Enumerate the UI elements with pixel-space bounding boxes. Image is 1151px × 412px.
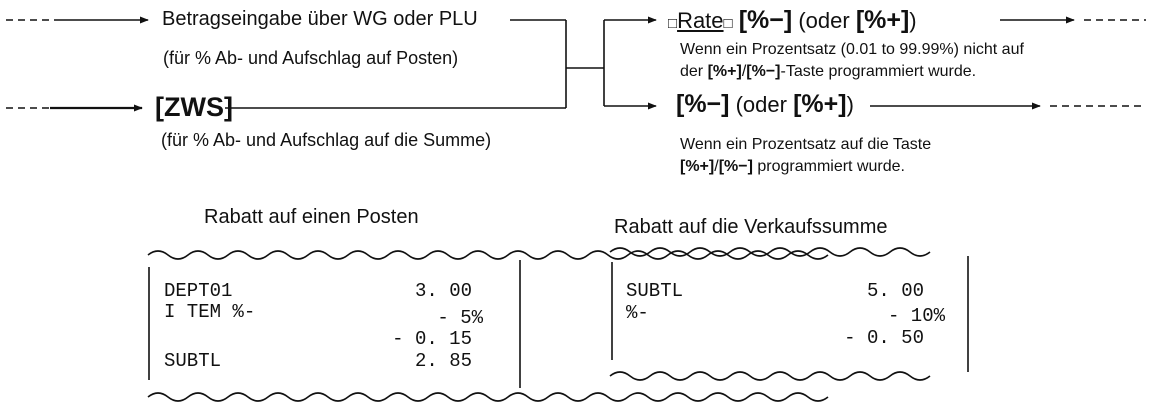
- rate-percent-minus-key: [%−]: [738, 6, 793, 34]
- receipt-total-row-3-value: - 0. 50: [844, 327, 924, 349]
- preset-percent-plus-key: [%+]: [793, 90, 847, 118]
- preset-alt-post: ): [846, 92, 854, 117]
- preset-percent-minus-key: [%−]: [676, 90, 730, 118]
- preset-entry-row: [%−] (oder [%+]): [676, 90, 854, 119]
- receipt-total-title: Rabatt auf die Verkaufssumme: [614, 216, 888, 238]
- rate-entry-row: □Rate□ [%−] (oder [%+]): [668, 6, 917, 35]
- receipt-total-bottom-edge: [609, 371, 931, 381]
- receipt-total-top-edge: [609, 247, 931, 257]
- receipt-total-row-2-label: %-: [626, 302, 649, 324]
- preset-note-post: programmiert wurde.: [752, 158, 905, 175]
- zws-note: (für % Ab- und Aufschlag auf die Summe): [161, 130, 492, 150]
- receipt-item-row-1-label: DEPT01: [164, 280, 233, 302]
- receipt-item-top-edge: [147, 250, 829, 260]
- rate-note-key-minus: [%−]: [746, 63, 781, 80]
- receipt-item-row-4-value: 2. 85: [414, 350, 472, 372]
- rate-note-slash: /: [741, 63, 747, 80]
- receipt-item-bottom-edge: [147, 392, 829, 402]
- rate-note-pre: der: [680, 63, 708, 80]
- preset-note-key-plus: [%+]: [680, 158, 715, 175]
- receipt-item-row-2-label: I TEM %-: [164, 301, 256, 323]
- receipt-item-title: Rabatt auf einen Posten: [204, 206, 419, 228]
- rate-word: Rate: [677, 8, 724, 33]
- preset-note-key-minus: [%−]: [718, 158, 753, 175]
- rate-open-bracket: □: [668, 15, 678, 32]
- preset-alt-pre: (oder: [729, 92, 794, 117]
- rate-note-line2: der [%+]/[%−]-Taste programmiert wurde.: [680, 63, 976, 81]
- rate-alt-pre: (oder: [792, 8, 856, 33]
- receipt-item-row-1-value: 3. 00: [414, 280, 472, 302]
- rate-note-line1: Wenn ein Prozentsatz (0.01 to 99.99%) ni…: [680, 41, 1024, 58]
- rate-note-key-plus: [%+]: [707, 63, 742, 80]
- receipt-item-row-3-value: - 0. 15: [392, 328, 472, 350]
- rate-alt-post: ): [909, 8, 917, 33]
- preset-note-line1: Wenn ein Prozentsatz auf die Taste: [680, 136, 932, 153]
- preset-note-slash: /: [714, 158, 719, 175]
- receipt-item-row-4-label: SUBTL: [164, 350, 222, 372]
- receipt-total-row-2-value: - 10%: [887, 305, 945, 327]
- entry-item-note: (für % Ab- und Aufschlag auf Posten): [163, 48, 459, 68]
- receipt-total-row-1-value: 5. 00: [866, 280, 924, 302]
- rate-percent-plus-key: [%+]: [855, 6, 910, 34]
- entry-item-label: Betragseingabe über WG oder PLU: [162, 8, 478, 30]
- rate-close-bracket: □: [723, 15, 733, 32]
- rate-note-post: -Taste programmiert wurde.: [780, 63, 977, 80]
- receipt-item-row-2-value: - 5%: [437, 307, 483, 329]
- receipt-total-row-1-label: SUBTL: [626, 280, 684, 302]
- zws-key-label: [ZWS]: [155, 92, 233, 122]
- preset-note-line2: [%+]/[%−] programmiert wurde.: [680, 158, 905, 176]
